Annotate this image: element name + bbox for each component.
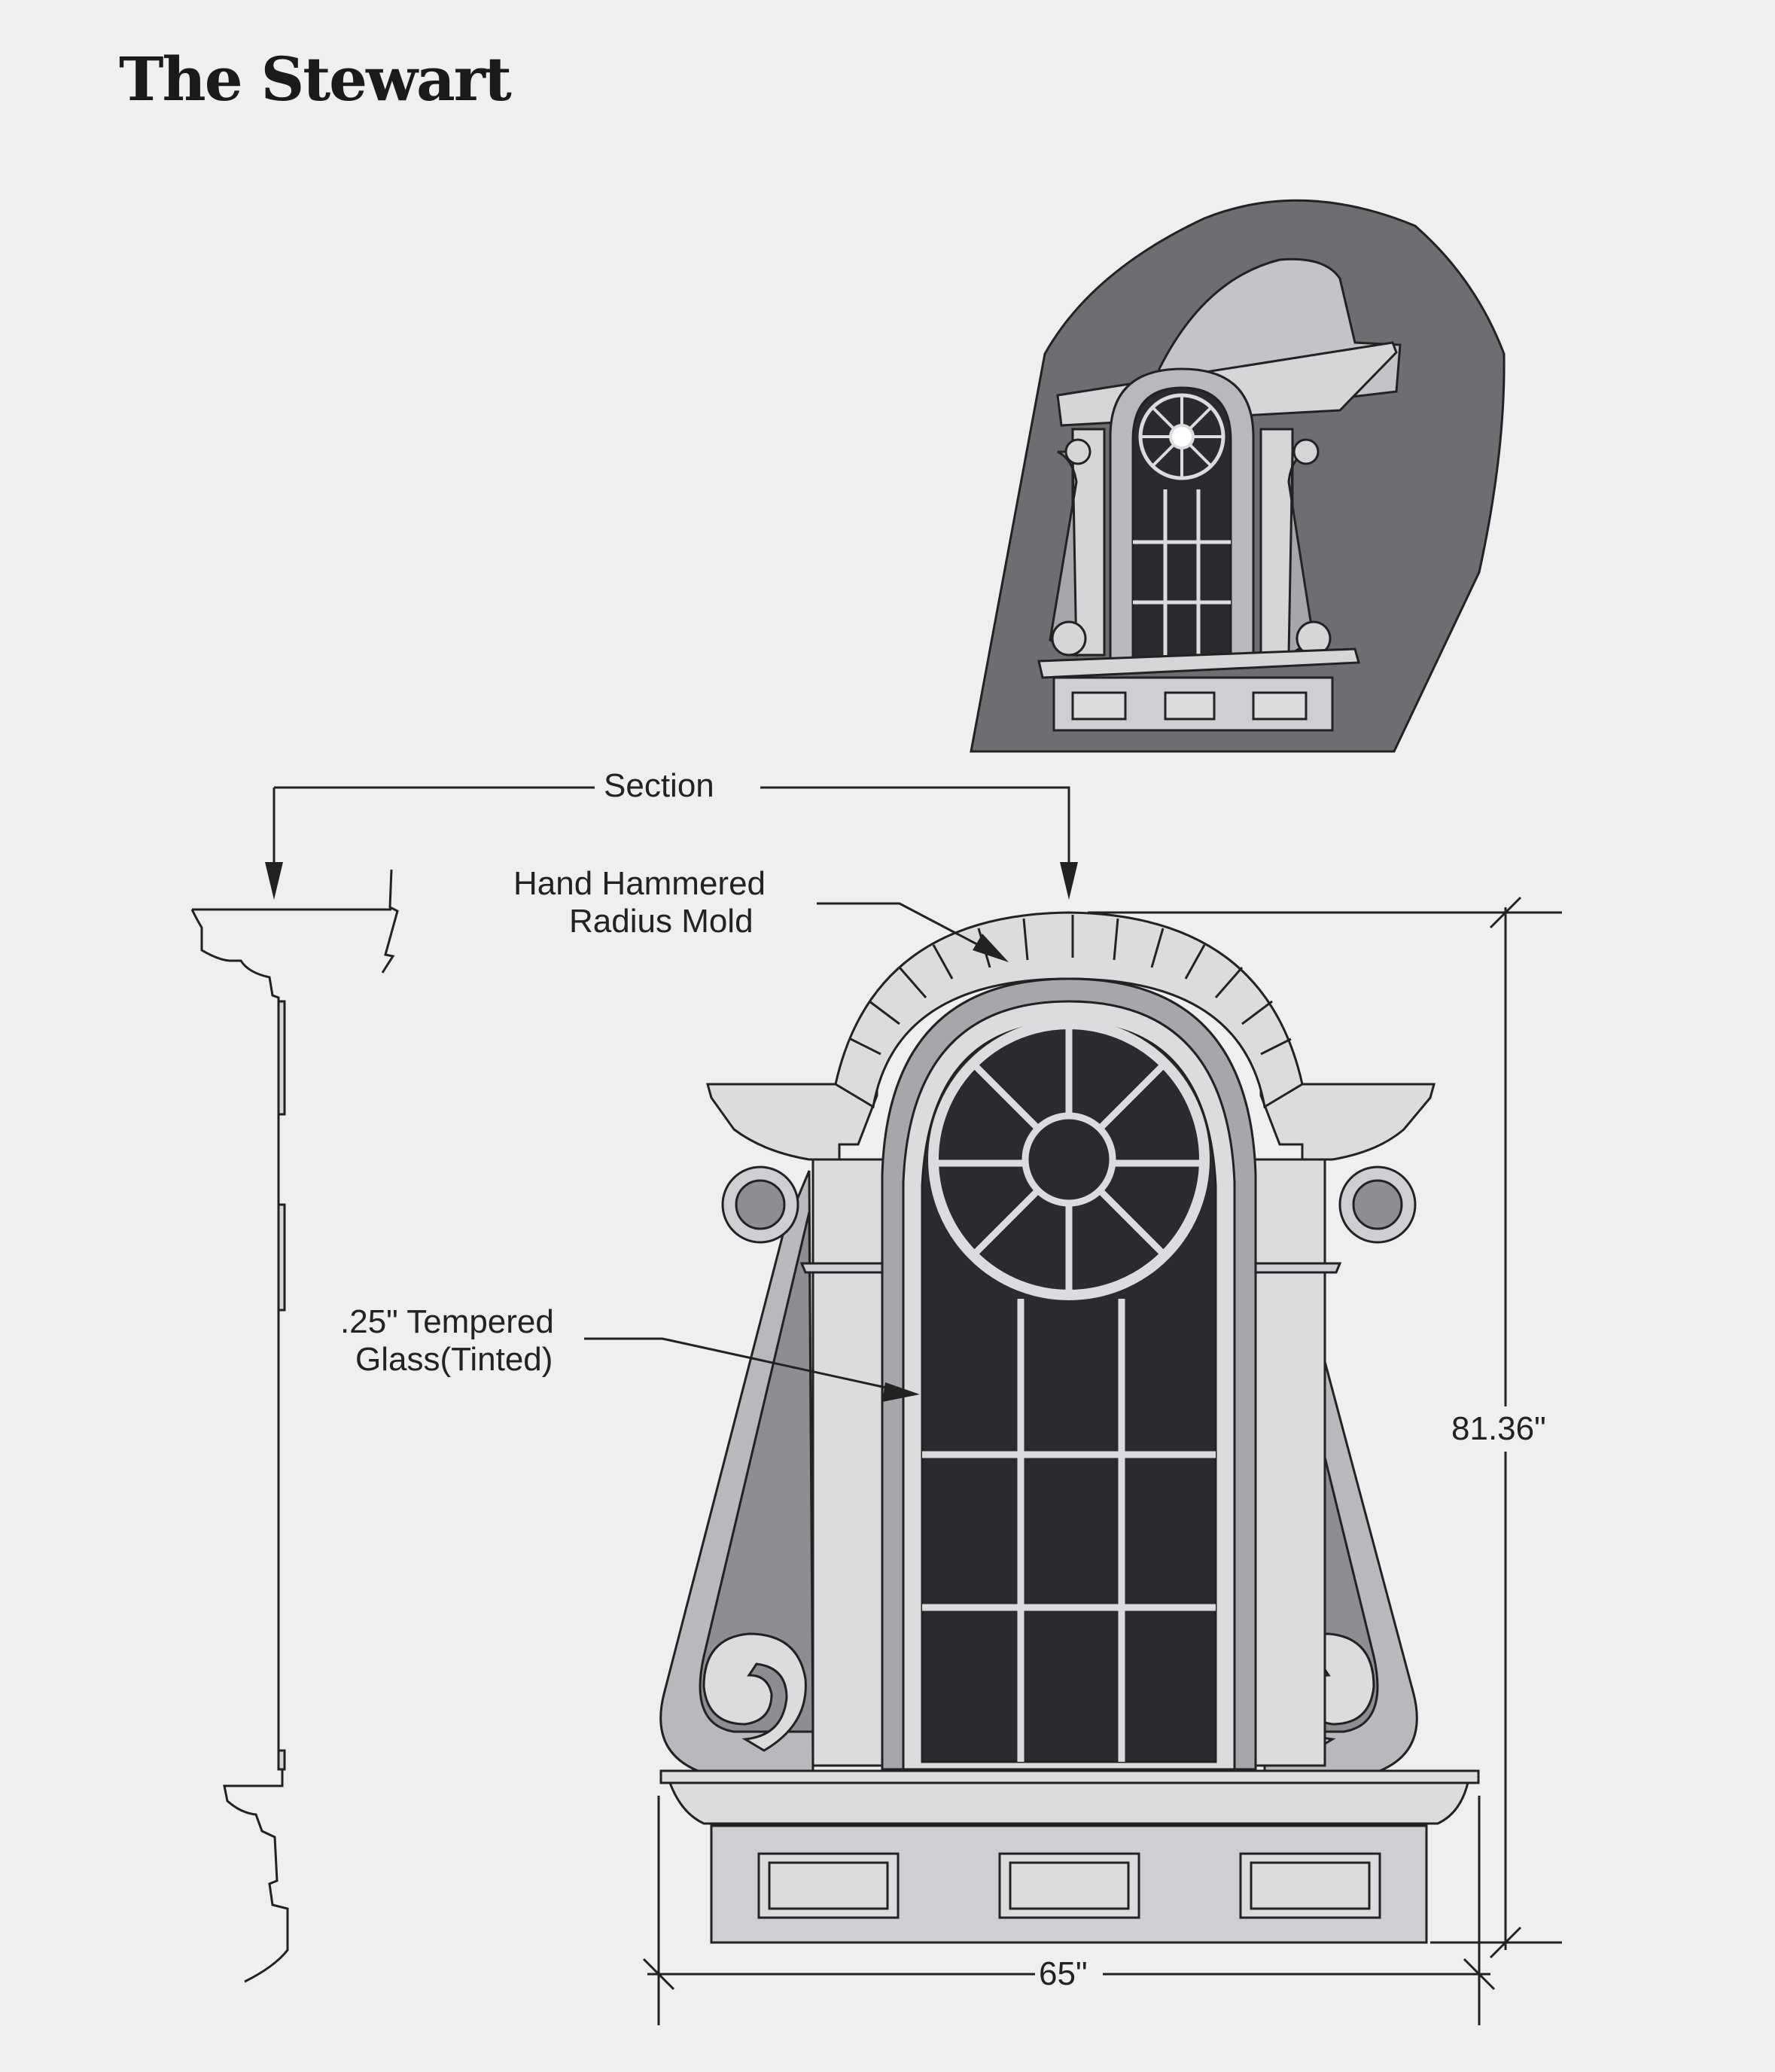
section-break-mark — [381, 869, 399, 974]
right-upper-scroll-core — [1352, 1179, 1403, 1230]
base-panels — [757, 1852, 1381, 1919]
width-dimension: 65" — [642, 1796, 1496, 2025]
cornice-right — [1259, 1083, 1436, 1161]
right-pilaster — [1252, 1158, 1326, 1767]
left-lower-scroll — [702, 1632, 807, 1752]
right-scroll-small — [1292, 438, 1320, 465]
left-scroll-small — [1064, 438, 1091, 465]
section-profile — [190, 869, 399, 1983]
height-dimension: 81.36" — [1088, 896, 1564, 1959]
height-dimension-label: 81.36" — [1451, 1410, 1546, 1447]
main-elevation — [659, 911, 1480, 1944]
muntins-small — [1133, 489, 1231, 659]
section-label: Section — [604, 767, 714, 804]
rose-spokes-small — [1140, 395, 1223, 478]
left-upper-scroll-core — [735, 1179, 786, 1230]
right-pilaster-small — [1259, 428, 1294, 657]
mold-arrowhead — [973, 934, 1009, 962]
rose-window-spokes — [937, 1028, 1201, 1291]
sill-small — [1037, 648, 1360, 679]
page-title: The Stewart — [119, 44, 512, 114]
mold-label-line1: Hand Hammered — [513, 865, 766, 902]
glass-leader — [584, 1337, 904, 1393]
left-pilaster — [811, 1158, 886, 1767]
sill-crown — [668, 1781, 1469, 1825]
perspective-view — [970, 199, 1506, 753]
section-hardware — [277, 1000, 286, 1771]
section-arrow-left — [265, 862, 283, 900]
window-muntins — [922, 1299, 1216, 1762]
mold-label-line2: Radius Mold — [569, 903, 754, 940]
section-outline — [190, 908, 391, 1983]
mold-leader — [817, 902, 1000, 958]
rose-window-ring — [928, 1019, 1210, 1300]
left-scroll-inner — [699, 1211, 814, 1733]
annotation-mold: Hand Hammered Radius Mold — [513, 865, 1009, 962]
width-dimension-label: 65" — [1039, 1955, 1088, 1992]
base-panels-small — [1071, 691, 1308, 721]
rose-window-center — [1021, 1112, 1116, 1207]
sill-top — [659, 1769, 1480, 1784]
annotation-glass: .25" Tempered Glass(Tinted) — [340, 1303, 920, 1402]
rose-window-center-small — [1169, 424, 1195, 449]
section-arrow-right — [1060, 862, 1078, 900]
left-lower-scroll-small — [1051, 620, 1087, 657]
glass-label-line1: .25" Tempered — [340, 1303, 554, 1340]
glass-label-line2: Glass(Tinted) — [355, 1341, 553, 1378]
glass-arrowhead — [882, 1382, 920, 1402]
radius-mold-blocks — [850, 915, 1292, 1056]
cornice-left — [706, 1083, 878, 1161]
section-callout: Section — [265, 767, 1078, 900]
